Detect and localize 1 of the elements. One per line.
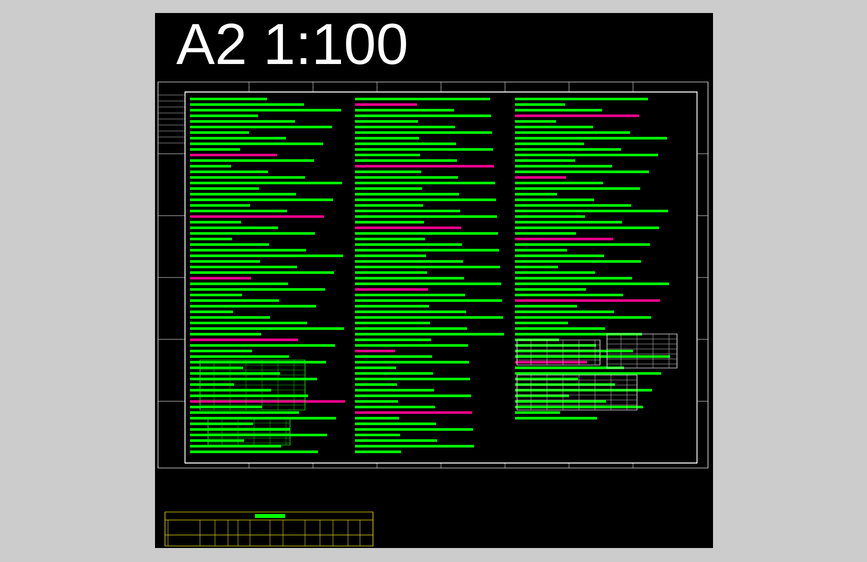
scale-title: A2 1:100 bbox=[176, 23, 406, 65]
